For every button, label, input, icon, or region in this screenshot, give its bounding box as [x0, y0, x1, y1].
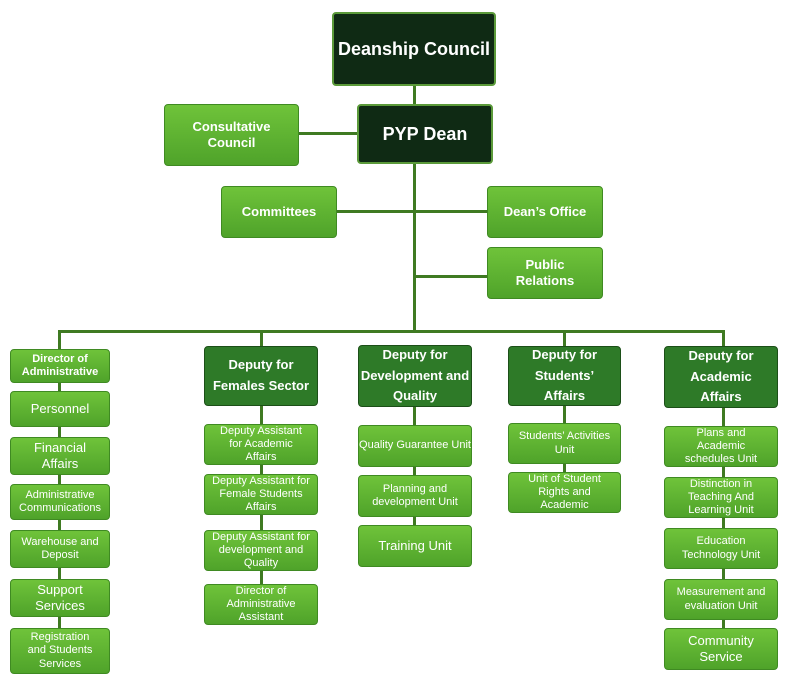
- col3-item-label: Planning and development Unit: [372, 482, 458, 508]
- col3-head-deputy-for-development-and-quality: Deputy for Development and Quality: [358, 345, 472, 407]
- col1-head-label: Director of Administrative: [21, 352, 99, 378]
- public-relations-node: Public Relations: [487, 247, 603, 299]
- col5-item-community-service: Community Service: [664, 628, 778, 670]
- col1-head-director-of-administrative: Director of Administrative: [10, 349, 110, 383]
- col2-item-label: Deputy Assistant for Female Students Aff…: [212, 474, 310, 514]
- col5-head-label: Deputy for Academic Affairs: [688, 347, 754, 405]
- col5-item-label: Measurement and evaluation Unit: [676, 586, 766, 612]
- consultative-council-label: Consultative Council: [192, 119, 271, 150]
- deanship-council-label: Deanship Council: [337, 38, 490, 59]
- connector-spine: [413, 86, 416, 332]
- connector-drop-col5: [722, 330, 725, 348]
- deans-office-node: Dean’s Office: [487, 186, 603, 238]
- col1-item-personnel: Personnel: [10, 391, 110, 427]
- col2-item-label: Director of Administrative Assistant: [226, 584, 296, 624]
- col2-item-deputy-assistant-female-students-affairs: Deputy Assistant for Female Students Aff…: [204, 474, 318, 515]
- col2-item-label: Deputy Assistant for Academic Affairs: [220, 424, 302, 464]
- col2-item-deputy-assistant-academic-affairs: Deputy Assistant for Academic Affairs: [204, 424, 318, 465]
- col5-item-label: Education Technology Unit: [681, 535, 761, 561]
- col5-item-label: Distinction in Teaching And Learning Uni…: [687, 477, 755, 517]
- col4-item-label: Students’ Activities Unit: [518, 430, 611, 456]
- col1-item-label: Personnel: [30, 401, 90, 417]
- connector-committees: [336, 210, 416, 213]
- col1-item-label: Administrative Communications: [19, 488, 101, 514]
- col4-item-unit-of-student-rights-and-academic: Unit of Student Rights and Academic: [508, 472, 621, 513]
- col2-item-label: Deputy Assistant for development and Qua…: [212, 530, 310, 570]
- col1-item-label: Support Services: [35, 582, 85, 613]
- col1-item-financial-affairs: Financial Affairs: [10, 437, 110, 475]
- connector-public-relations: [416, 275, 488, 278]
- col5-item-label: Community Service: [688, 633, 754, 664]
- col5-head-deputy-for-academic-affairs: Deputy for Academic Affairs: [664, 346, 778, 408]
- committees-node: Committees: [221, 186, 337, 238]
- connector-consultative: [298, 132, 360, 135]
- col3-item-quality-guarantee-unit: Quality Guarantee Unit: [358, 425, 472, 467]
- col4-head-deputy-for-students-affairs: Deputy for Students’ Affairs: [508, 346, 621, 406]
- col3-head-label: Deputy for Development and Quality: [360, 346, 470, 404]
- pyp-dean-label: PYP Dean: [382, 123, 468, 144]
- connector-deans-office: [416, 210, 488, 213]
- col5-item-education-technology-unit: Education Technology Unit: [664, 528, 778, 569]
- col4-item-label: Unit of Student Rights and Academic: [528, 472, 601, 512]
- deans-office-label: Dean’s Office: [503, 204, 587, 220]
- deanship-council-node: Deanship Council: [332, 12, 496, 86]
- committees-label: Committees: [241, 204, 317, 220]
- col1-item-label: Financial Affairs: [33, 440, 87, 471]
- col5-item-measurement-and-evaluation-unit: Measurement and evaluation Unit: [664, 579, 778, 620]
- col1-item-warehouse-and-deposit: Warehouse and Deposit: [10, 530, 110, 568]
- col1-item-label: Registration and Students Services: [27, 631, 93, 670]
- col3-item-training-unit: Training Unit: [358, 525, 472, 567]
- col5-item-distinction-in-teaching-and-learning-unit: Distinction in Teaching And Learning Uni…: [664, 477, 778, 518]
- col3-item-label: Quality Guarantee Unit: [359, 439, 471, 452]
- connector-horizontal-bus: [58, 330, 725, 333]
- public-relations-label: Public Relations: [515, 257, 575, 288]
- col4-head-label: Deputy for Students’ Affairs: [532, 346, 597, 404]
- col1-item-support-services: Support Services: [10, 579, 110, 617]
- col4-item-students-activities-unit: Students’ Activities Unit: [508, 423, 621, 464]
- col2-item-director-of-administrative-assistant: Director of Administrative Assistant: [204, 584, 318, 625]
- connector-col1-vertical: [58, 383, 61, 673]
- col5-item-label: Plans and Academic schedules Unit: [684, 426, 758, 466]
- col3-item-planning-and-development-unit: Planning and development Unit: [358, 475, 472, 517]
- col2-item-deputy-assistant-development-and-quality: Deputy Assistant for development and Qua…: [204, 530, 318, 571]
- connector-drop-col1: [58, 330, 61, 350]
- col1-item-label: Warehouse and Deposit: [21, 535, 99, 561]
- col3-item-label: Training Unit: [378, 538, 452, 554]
- col1-item-administrative-communications: Administrative Communications: [10, 484, 110, 520]
- consultative-council-node: Consultative Council: [164, 104, 299, 166]
- connector-drop-col4: [563, 330, 566, 348]
- col5-item-plans-and-academic-schedules-unit: Plans and Academic schedules Unit: [664, 426, 778, 467]
- connector-drop-col2: [260, 330, 263, 348]
- col1-item-registration-and-students-services: Registration and Students Services: [10, 628, 110, 674]
- col2-head-deputy-for-females-sector: Deputy for Females Sector: [204, 346, 318, 406]
- col2-head-label: Deputy for Females Sector: [212, 357, 310, 393]
- pyp-dean-node: PYP Dean: [357, 104, 493, 164]
